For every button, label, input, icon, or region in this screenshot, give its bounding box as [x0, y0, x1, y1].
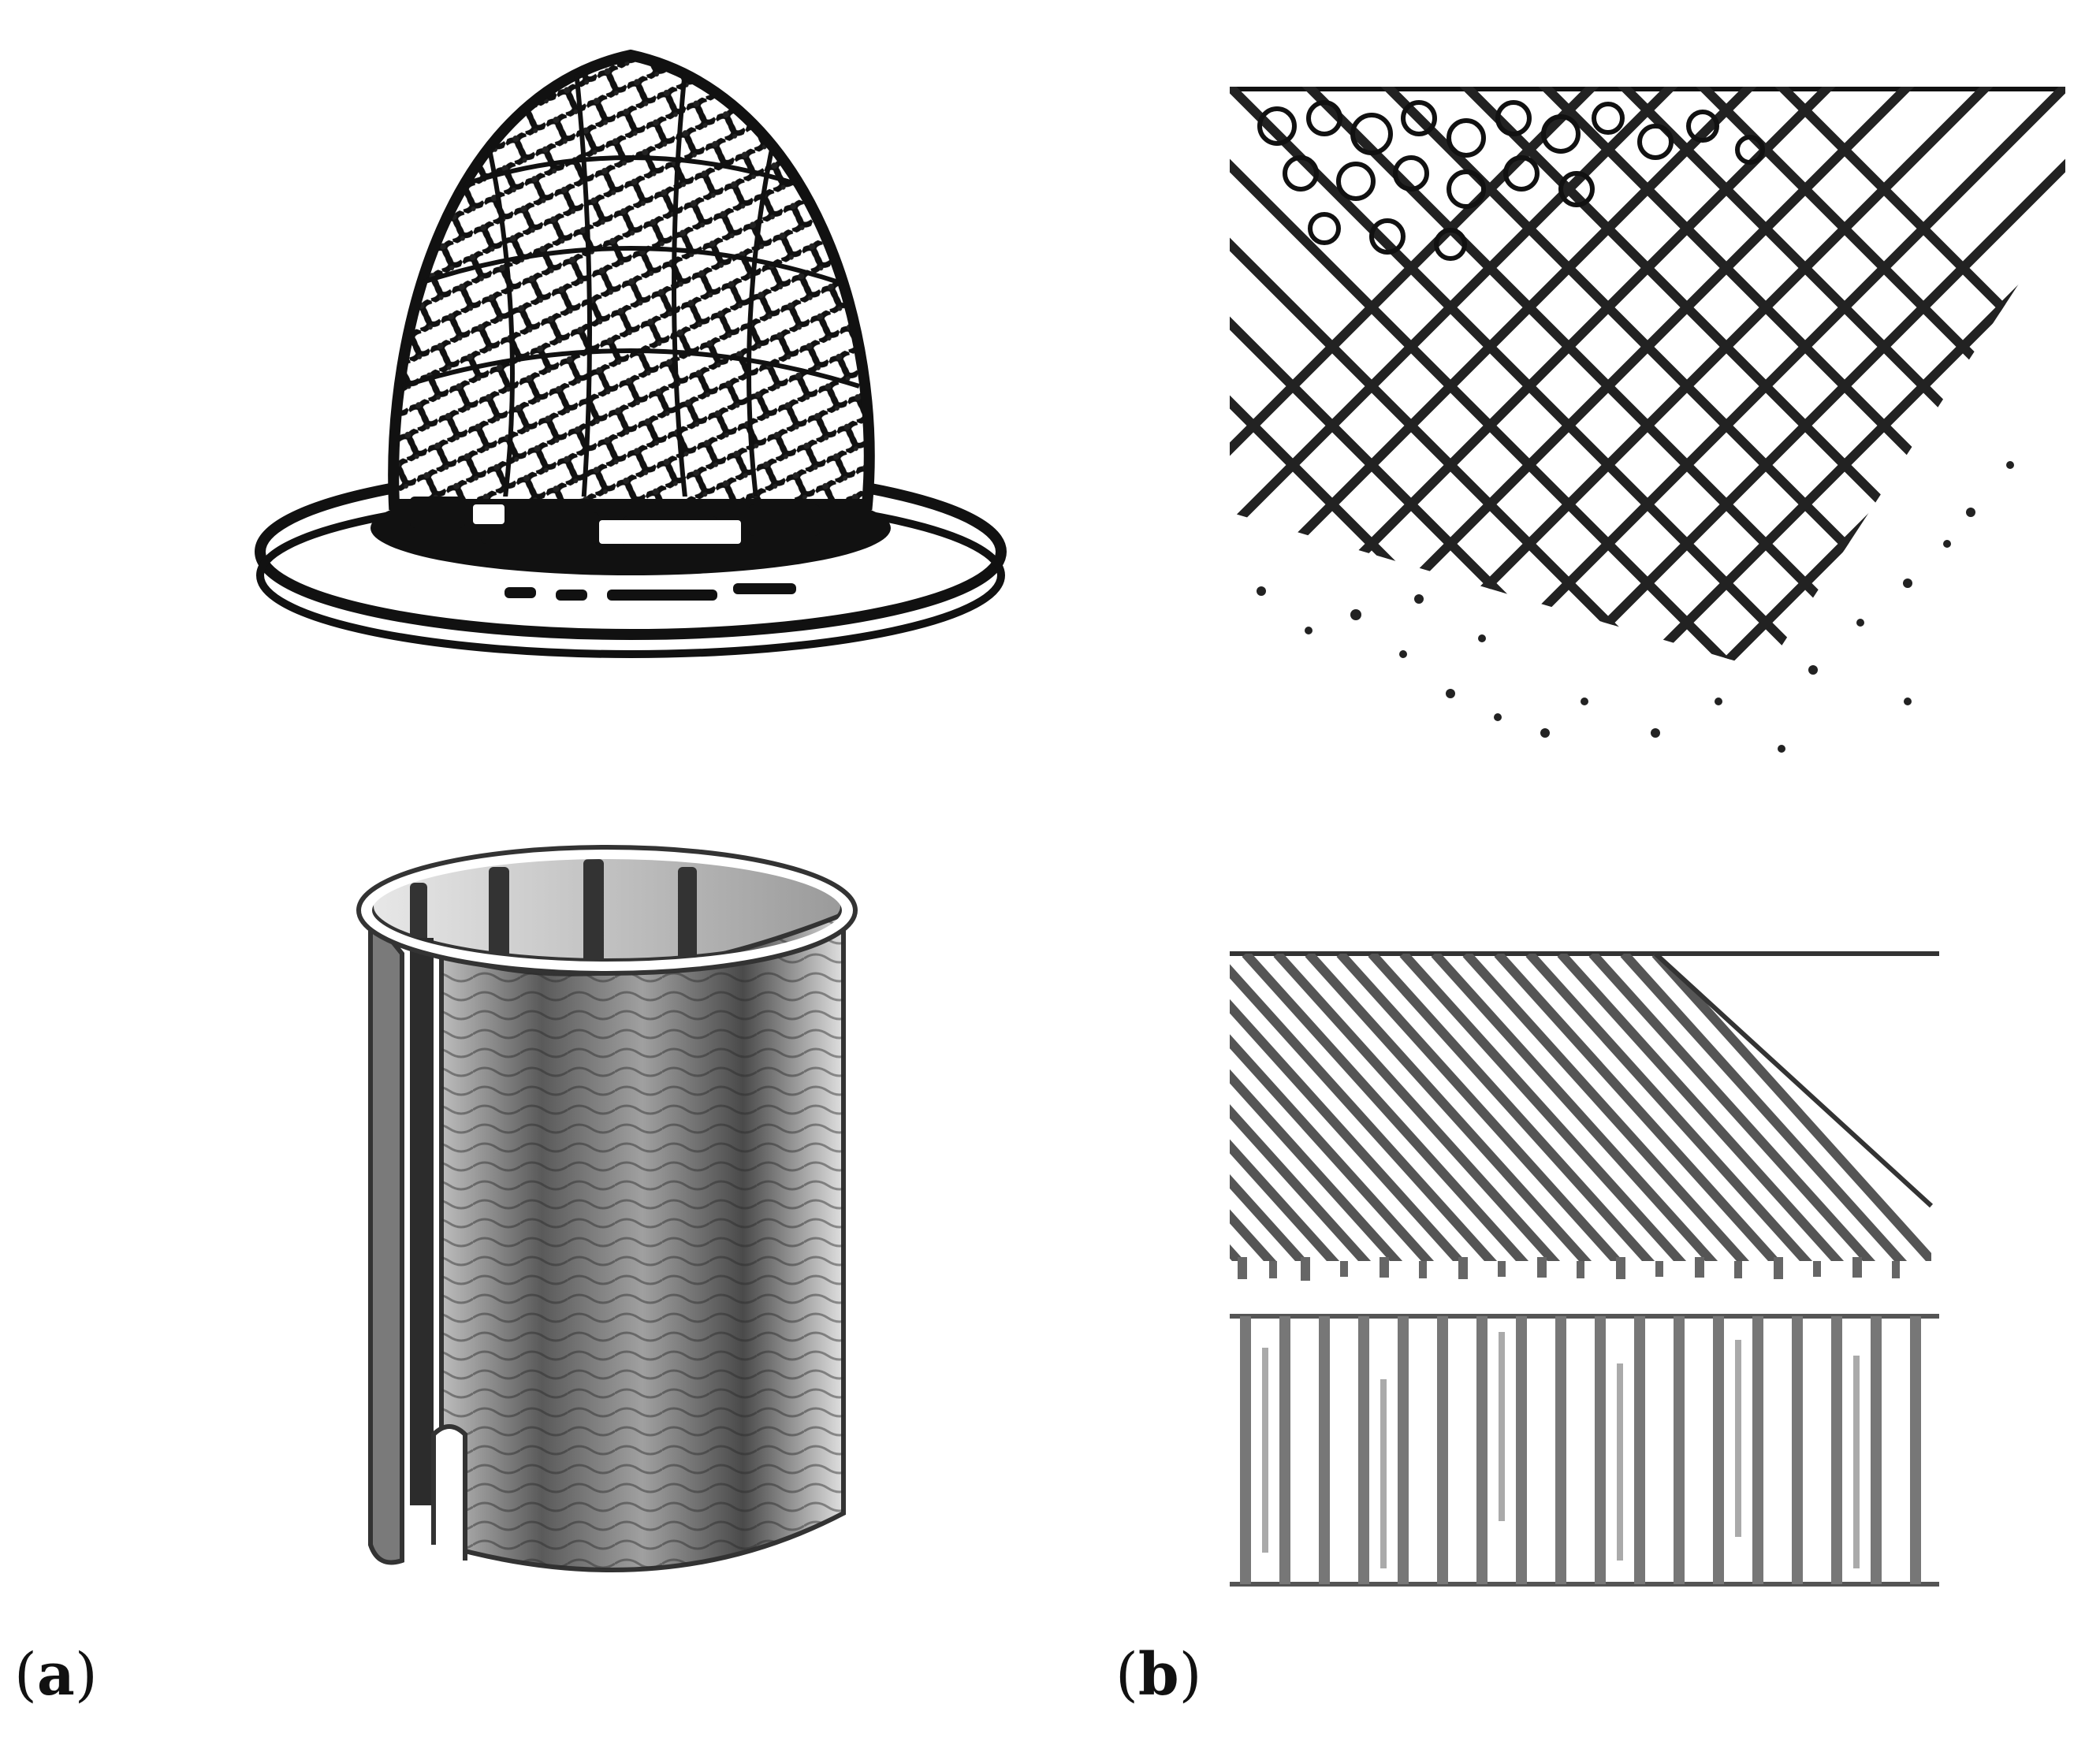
- slotted-cylinder-screen-illustration: [356, 845, 858, 1572]
- panel-label-b: (b): [1115, 1641, 1202, 1709]
- dome-mesh-strainer-illustration: [255, 49, 1007, 658]
- panel-label-a: (a): [14, 1641, 98, 1709]
- panel-label-a-letter: a: [36, 1641, 75, 1709]
- panel-label-b-letter: b: [1138, 1641, 1179, 1709]
- woven-wire-mesh-illustration: [1230, 87, 2065, 753]
- slot-bar-screen-illustration: [1230, 951, 1939, 1587]
